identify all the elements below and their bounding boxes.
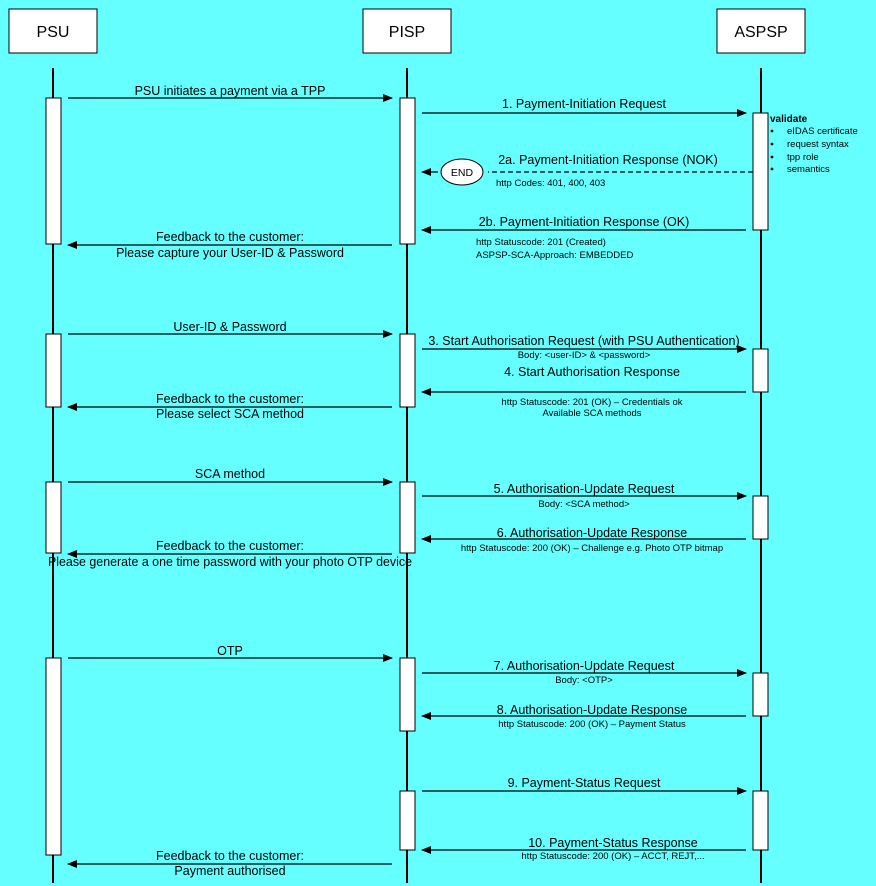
pisp-activation <box>399 97 416 245</box>
actor-pisp-label: PISP <box>389 24 425 41</box>
msg-2b-sub2: ASPSP-SCA-Approach: EMBEDDED <box>476 250 633 261</box>
end-terminator <box>440 158 484 186</box>
pisp-activation <box>399 657 416 732</box>
msg-10-sub: http Statuscode: 200 (OK) – ACCT, REJT,.… <box>521 851 704 862</box>
psu-activation <box>45 657 62 856</box>
msg-otp: OTP <box>217 644 243 658</box>
validate-title: validate <box>770 114 808 125</box>
msg-9: 9. Payment-Status Request <box>508 776 661 790</box>
actor-aspsp-label: ASPSP <box>734 24 787 41</box>
msg-psu-initiates: PSU initiates a payment via a TPP <box>135 84 326 98</box>
msg-6-sub: http Statuscode: 200 (OK) – Challenge e.… <box>461 543 723 554</box>
actor-psu-label: PSU <box>37 24 70 41</box>
msg-5-sub: Body: <SCA method> <box>538 499 630 510</box>
actor-aspsp: ASPSP <box>716 8 806 54</box>
msg-7: 7. Authorisation-Update Request <box>494 659 675 673</box>
psu-activation <box>45 333 62 408</box>
msg-2a: 2a. Payment-Initiation Response (NOK) <box>498 153 718 167</box>
aspsp-activation <box>752 790 769 851</box>
actor-pisp: PISP <box>362 8 452 54</box>
msg-4-sub1: http Statuscode: 201 (OK) – Credentials … <box>501 397 682 408</box>
bullet-icon <box>770 155 774 159</box>
feedback-3-line1: Feedback to the customer: <box>156 539 304 553</box>
msg-3-sub: Body: <user-ID> & <password> <box>518 350 651 361</box>
feedback-1-line2: Please capture your User-ID & Password <box>116 246 344 260</box>
aspsp-activation <box>752 112 769 231</box>
msg-3: 3. Start Authorisation Request (with PSU… <box>428 334 739 348</box>
msg-7-sub: Body: <OTP> <box>555 675 613 686</box>
feedback-2-line2: Please select SCA method <box>156 407 304 421</box>
msg-10: 10. Payment-Status Response <box>528 836 698 850</box>
feedback-4-line2: Payment authorised <box>174 864 285 878</box>
msg-8-sub: http Statuscode: 200 (OK) – Payment Stat… <box>498 719 686 730</box>
msg-8: 8. Authorisation-Update Response <box>497 703 687 717</box>
feedback-2-line1: Feedback to the customer: <box>156 392 304 406</box>
msg-4-sub2: Available SCA methods <box>542 408 641 419</box>
feedback-1-line1: Feedback to the customer: <box>156 230 304 244</box>
pisp-activation <box>399 333 416 408</box>
aspsp-activation <box>752 495 769 540</box>
validate-item: semantics <box>787 164 830 175</box>
bullet-icon <box>770 167 774 171</box>
msg-sca-method: SCA method <box>195 467 265 481</box>
psu-activation <box>45 97 62 245</box>
bullet-icon <box>770 142 774 146</box>
bullet-icon <box>770 129 774 133</box>
msg-user-password: User-ID & Password <box>173 320 286 334</box>
msg-6: 6. Authorisation-Update Response <box>497 526 687 540</box>
msg-1: 1. Payment-Initiation Request <box>502 97 667 111</box>
actor-psu: PSU <box>8 8 98 54</box>
pisp-activation <box>399 790 416 851</box>
aspsp-activation <box>752 672 769 717</box>
validate-note: validate eIDAS certificate request synta… <box>770 114 858 175</box>
aspsp-activation <box>752 348 769 393</box>
feedback-3-line2: Please generate a one time password with… <box>48 555 412 569</box>
msg-4: 4. Start Authorisation Response <box>504 365 680 379</box>
pisp-activation <box>399 481 416 554</box>
end-label: END <box>451 167 474 179</box>
msg-2b: 2b. Payment-Initiation Response (OK) <box>479 215 690 229</box>
validate-item: eIDAS certificate <box>787 126 858 137</box>
feedback-4-line1: Feedback to the customer: <box>156 849 304 863</box>
validate-item: request syntax <box>787 139 849 150</box>
msg-2b-sub1: http Statuscode: 201 (Created) <box>476 237 606 248</box>
msg-2a-sub: http Codes: 401, 400, 403 <box>496 178 605 189</box>
msg-5: 5. Authorisation-Update Request <box>494 482 675 496</box>
psu-activation <box>45 481 62 554</box>
validate-item: tpp role <box>787 152 819 163</box>
